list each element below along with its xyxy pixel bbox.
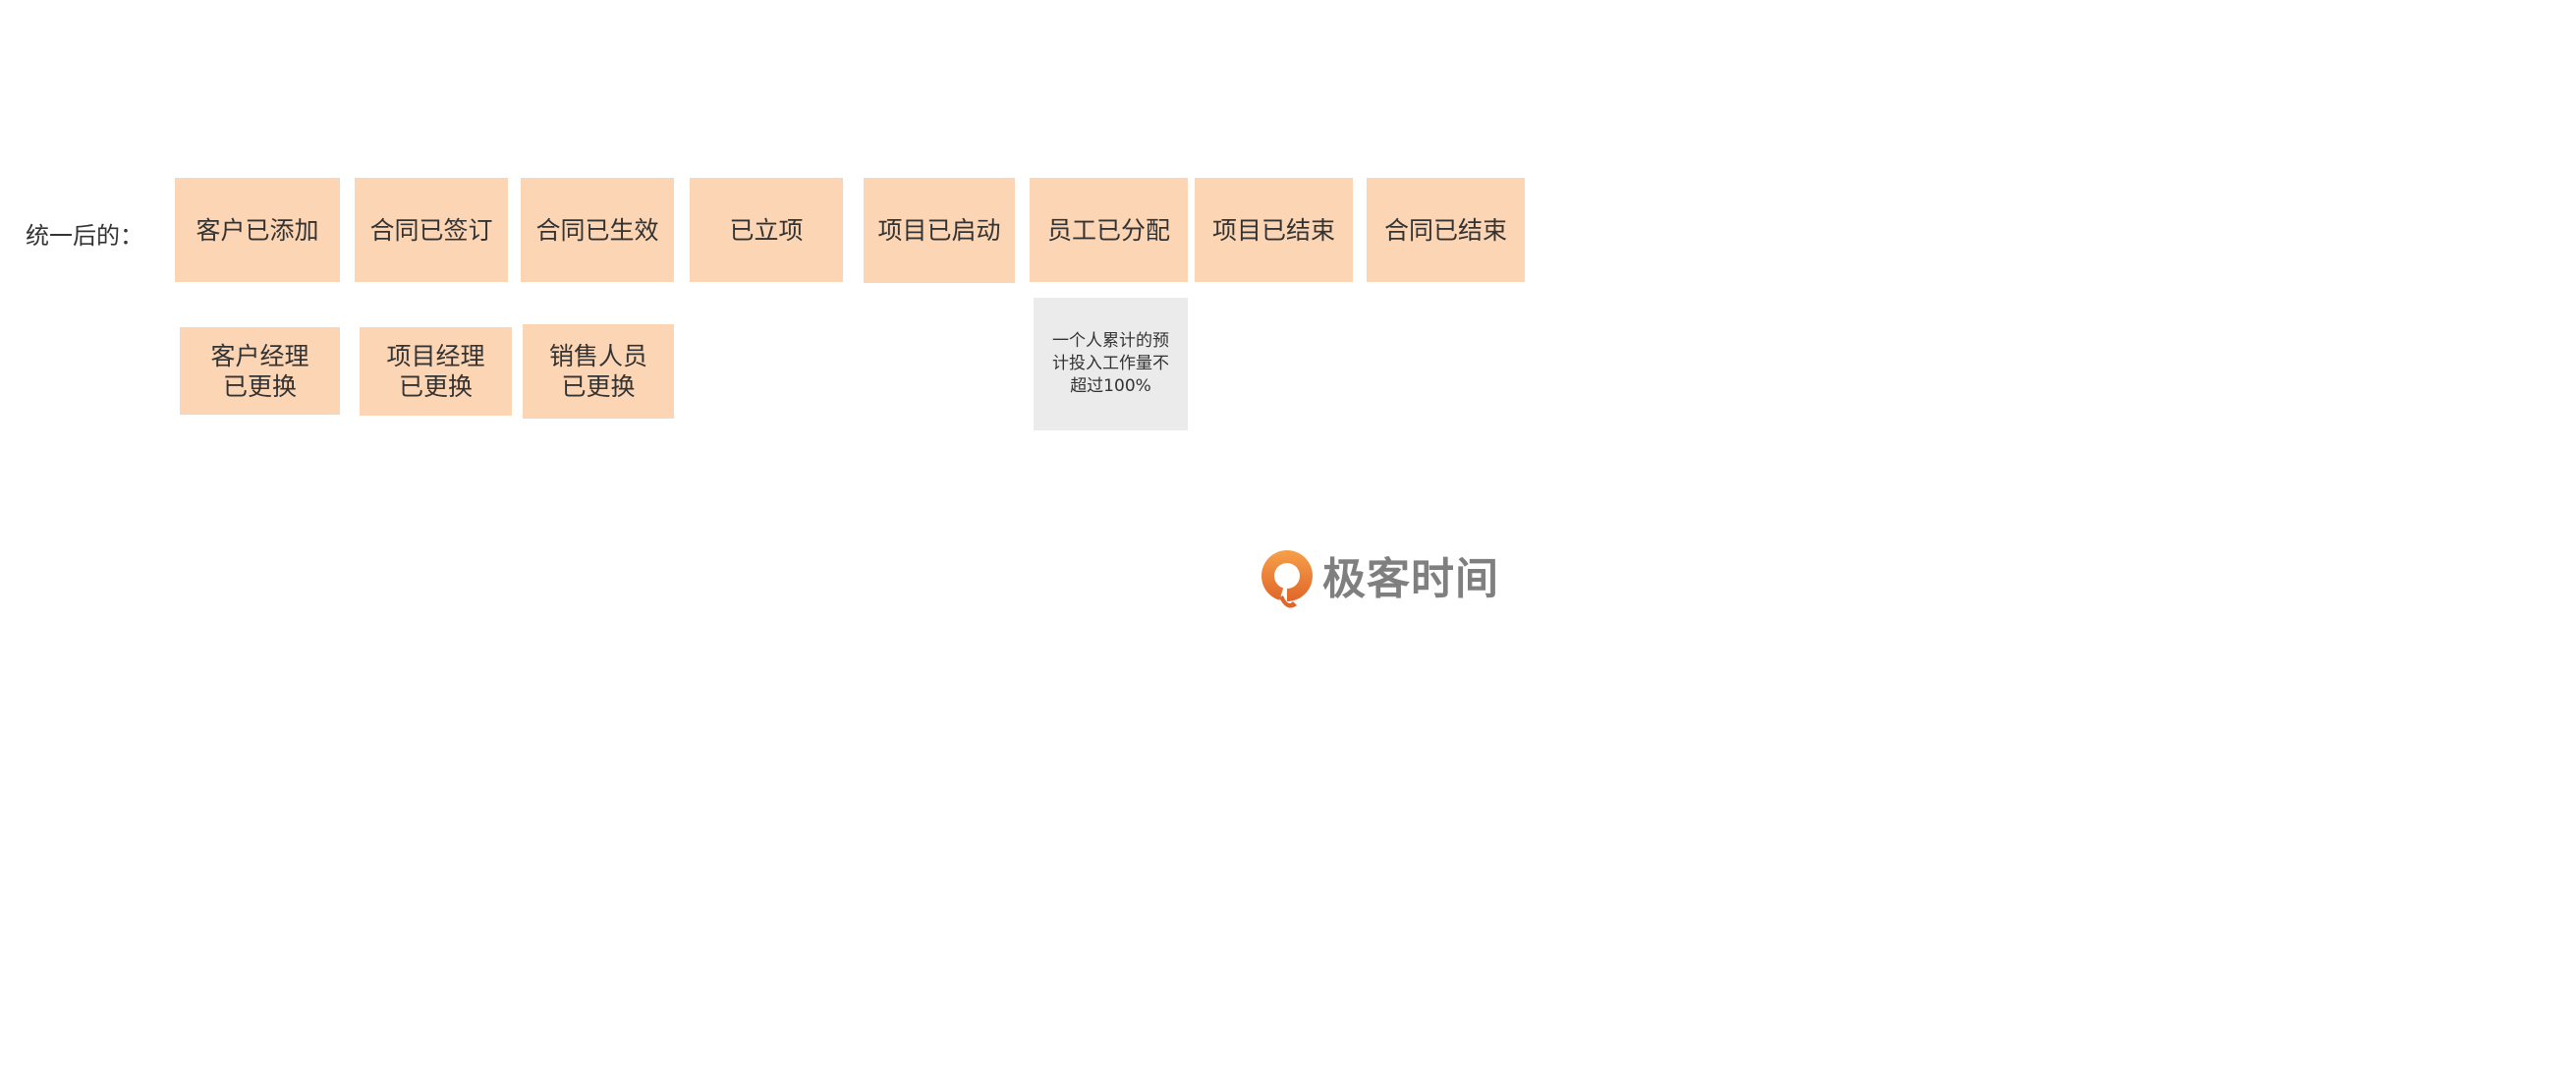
secondary-event-text: 客户经理 <box>210 341 309 370</box>
secondary-event-note: 销售人员 已更换 <box>523 324 674 419</box>
event-note-text: 客户已添加 <box>196 215 319 245</box>
secondary-event-note: 项目经理 已更换 <box>360 327 512 416</box>
constraint-note-text: 一个人累计的预 <box>1052 331 1169 351</box>
geektime-logo-text: 极客时间 <box>1322 554 1499 604</box>
secondary-event-text: 已更换 <box>398 372 473 401</box>
secondary-event-text: 销售人员 <box>548 342 647 370</box>
row-label: 统一后的： <box>26 222 143 250</box>
constraint-note-text: 计投入工作量不 <box>1052 354 1169 373</box>
event-note-text: 项目已结束 <box>1211 215 1335 245</box>
event-note-text: 合同已生效 <box>535 215 659 245</box>
constraint-note-text: 超过100% <box>1070 376 1151 396</box>
event-note: 项目已结束 <box>1195 178 1353 282</box>
event-note: 项目已启动 <box>864 178 1015 283</box>
event-note: 合同已结束 <box>1367 178 1525 282</box>
event-note: 客户已添加 <box>175 178 340 282</box>
event-note-text: 项目已启动 <box>877 216 1001 245</box>
event-note-text: 员工已分配 <box>1046 215 1170 245</box>
secondary-event-note: 客户经理 已更换 <box>180 327 340 415</box>
geektime-logo: 极客时间 <box>1258 546 1515 615</box>
secondary-event-text: 项目经理 <box>386 342 485 370</box>
constraint-note: 一个人累计的预 计投入工作量不 超过100% <box>1034 298 1188 430</box>
secondary-event-text: 已更换 <box>222 371 297 401</box>
event-note: 员工已分配 <box>1030 178 1188 282</box>
event-note-text: 合同已结束 <box>1383 215 1507 245</box>
event-note: 合同已生效 <box>521 178 674 282</box>
event-note-text: 合同已签订 <box>369 215 493 245</box>
geektime-logo-icon <box>1261 550 1313 608</box>
secondary-event-text: 已更换 <box>561 372 636 401</box>
event-note: 已立项 <box>690 178 843 282</box>
event-note-text: 已立项 <box>729 215 804 245</box>
event-note: 合同已签订 <box>355 178 508 282</box>
